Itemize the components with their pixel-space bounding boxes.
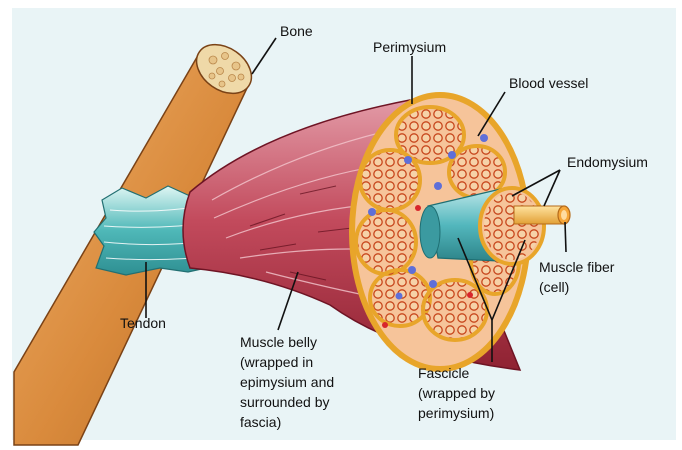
tendon-label: Tendon bbox=[120, 315, 166, 331]
muscle-belly-label-line-5: fascia) bbox=[240, 414, 281, 430]
fascicle-label-line-3: perimysium) bbox=[418, 405, 494, 421]
muscle-belly-label-line-3: epimysium and bbox=[240, 374, 334, 390]
blood-vessel-label: Blood vessel bbox=[509, 75, 588, 91]
fascicle-label-line-2: (wrapped by bbox=[418, 385, 495, 401]
perimysium-label: Perimysium bbox=[373, 39, 446, 55]
muscle-belly-label-line-1: Muscle belly bbox=[240, 334, 317, 350]
muscle-fiber-label-line-1: Muscle fiber bbox=[539, 259, 615, 275]
fascicle-label-line-1: Fascicle bbox=[418, 365, 470, 381]
muscle-fiber-label-line-2: (cell) bbox=[539, 279, 569, 295]
muscle-fiber bbox=[514, 206, 570, 224]
bone-label: Bone bbox=[280, 23, 313, 39]
endomysium-label: Endomysium bbox=[567, 154, 648, 170]
muscle-belly-label-line-4: surrounded by bbox=[240, 394, 330, 410]
muscle-belly-label-line-2: (wrapped in bbox=[240, 354, 313, 370]
